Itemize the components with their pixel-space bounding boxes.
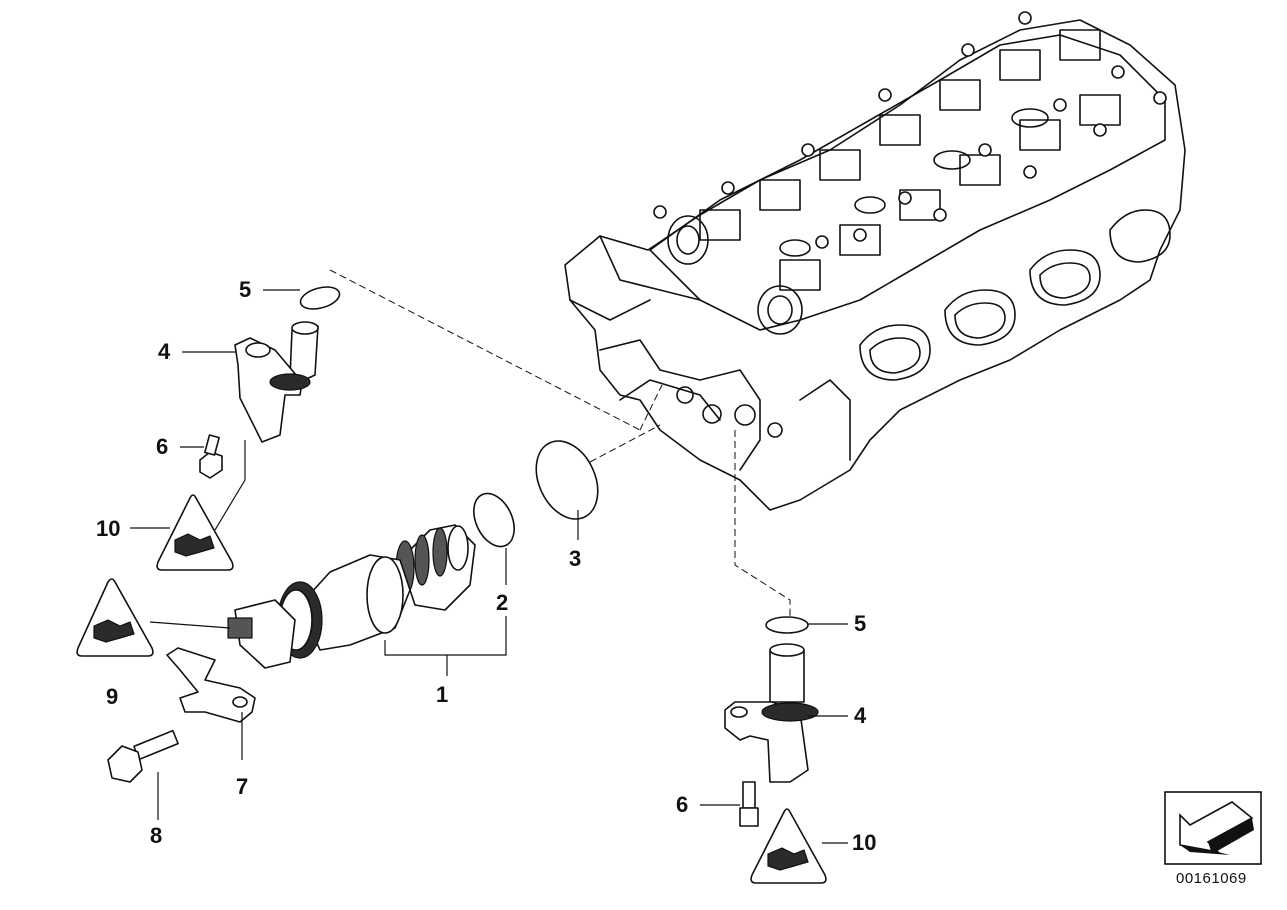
reference-number: 00161069	[1176, 870, 1247, 887]
sensor-left	[199, 286, 341, 479]
callout-5-left: 5	[239, 277, 252, 302]
callout-6-left: 6	[156, 434, 169, 459]
callout-3: 3	[569, 546, 582, 571]
o-ring-small	[473, 492, 515, 548]
seal-ring-large	[535, 440, 599, 520]
warning-triangle-9	[76, 578, 154, 657]
callout-8: 8	[150, 823, 163, 848]
callout-1: 1	[436, 682, 449, 707]
callout-4-right: 4	[854, 703, 867, 728]
callout-7: 7	[236, 774, 249, 799]
orientation-arrow-icon	[1164, 791, 1262, 865]
solenoid-valve	[227, 524, 476, 669]
sensor-right	[724, 616, 819, 827]
callout-10-right: 10	[852, 830, 877, 855]
callout-4-left: 4	[158, 339, 171, 364]
callout-5-right: 5	[854, 611, 867, 636]
bracket-and-bolt	[107, 647, 256, 783]
warning-triangle-10-left	[156, 494, 234, 571]
cylinder-head	[564, 11, 1186, 511]
leader-lines	[130, 289, 848, 844]
assembly-lines	[329, 269, 791, 620]
warning-triangle-10-right	[750, 808, 827, 884]
callout-9: 9	[106, 684, 119, 709]
callout-2: 2	[496, 590, 509, 615]
callout-6-right: 6	[676, 792, 689, 817]
callout-10-left: 10	[96, 516, 121, 541]
